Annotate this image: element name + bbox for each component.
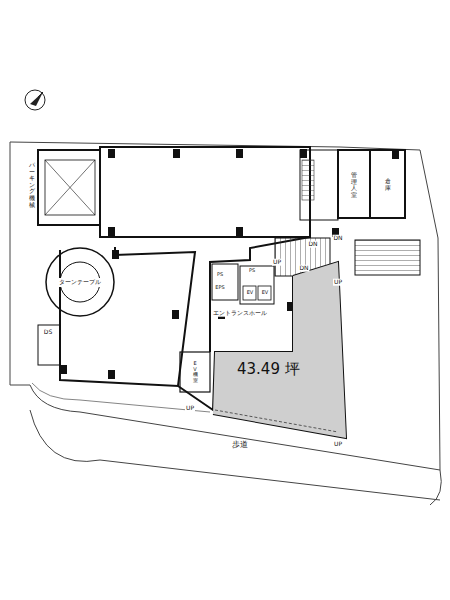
plan-mark: UP — [333, 279, 343, 286]
plan-mark: PS — [216, 272, 224, 278]
lot-line — [10, 142, 440, 470]
plan-mark: EV — [246, 290, 255, 296]
room-label: パーキング機械 — [28, 162, 36, 208]
area-label: 43.49 坪 — [237, 360, 300, 379]
tenant-area: 43.49 坪 — [213, 262, 349, 440]
room-label: 管理人室 — [350, 172, 358, 198]
street-label: 歩道 — [231, 441, 249, 450]
room-label: EV機室 — [192, 361, 199, 383]
stairs — [355, 240, 420, 275]
room-label: ターンテーブル — [59, 278, 101, 287]
road-line — [30, 410, 440, 500]
plan-mark: PS — [248, 268, 256, 274]
walls — [38, 147, 405, 438]
lot-line — [10, 142, 440, 470]
room-label: 倉庫 — [384, 178, 392, 191]
plan-mark: UP — [185, 405, 195, 412]
plan-mark: DN — [298, 265, 309, 272]
plan-mark: EPS — [214, 285, 225, 291]
plan-mark: UP — [272, 259, 282, 266]
plan-mark: EV — [261, 290, 270, 296]
plan-mark: DN — [307, 241, 318, 248]
plan-mark: DN — [332, 235, 343, 242]
room-label: エントランスホール — [212, 310, 268, 317]
room-label: DS — [43, 329, 53, 336]
north-arrow — [25, 90, 45, 110]
plan-mark: UP — [333, 441, 343, 448]
node-outline — [213, 262, 349, 440]
turntable-circle: ターンテーブル — [46, 248, 114, 316]
sidewalk-edge — [32, 383, 210, 412]
